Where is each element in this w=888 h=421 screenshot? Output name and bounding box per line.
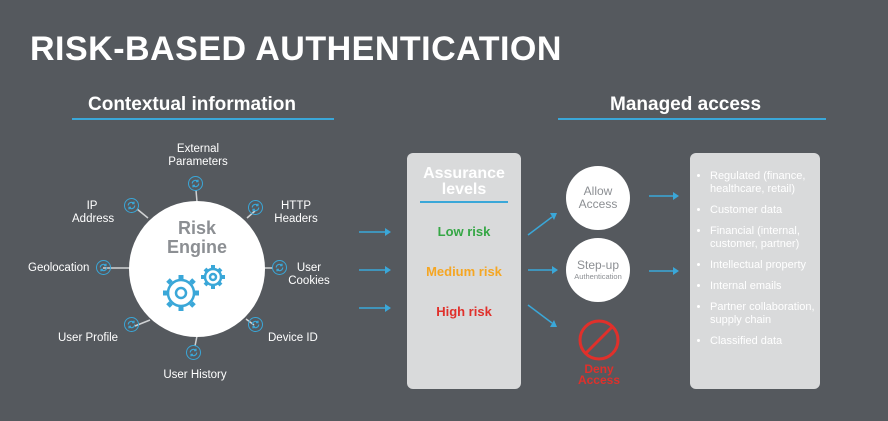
list-item: Partner collaboration,supply chain <box>710 301 828 327</box>
contextual-underline <box>72 118 334 120</box>
risk-engine: Risk Engine <box>129 201 265 337</box>
sync-icon <box>124 198 139 213</box>
sync-icon <box>272 260 287 275</box>
input-external-parameters: External Parameters <box>168 143 228 168</box>
list-item: Internal emails <box>710 280 828 293</box>
assurance-panel: Assurance levels Low risk Medium risk Hi… <box>407 153 521 389</box>
input-user-cookies: User Cookies <box>288 262 330 287</box>
list-item: Customer data <box>710 204 828 217</box>
input-ip-address: IP Address <box>72 200 115 225</box>
assurance-to-decision-arrows <box>527 213 558 327</box>
arrow-right-icon <box>385 266 391 274</box>
risk-engine-label: Risk Engine <box>129 219 265 257</box>
managed-heading: Managed access <box>610 94 762 115</box>
list-item: Classified data <box>710 335 828 348</box>
risk-level-medium: Medium risk <box>426 264 502 279</box>
arrow-right-icon <box>385 228 391 236</box>
managed-access-list: Regulated (finance,healthcare, retail) C… <box>696 170 828 356</box>
managed-access-panel: Regulated (finance,healthcare, retail) C… <box>690 153 820 389</box>
input-user-profile: User Profile <box>58 332 119 344</box>
assurance-title: Assurance levels <box>423 165 505 198</box>
sync-icon <box>186 345 201 360</box>
input-user-history: User History <box>163 369 227 381</box>
decision-to-managed-arrows <box>649 192 679 275</box>
list-item: Intellectual property <box>710 259 828 272</box>
sync-icon <box>248 200 263 215</box>
arrow-right-icon <box>552 266 558 274</box>
arrow-right-icon <box>673 267 679 275</box>
decision-deny-access: Deny Access <box>577 362 621 387</box>
decision-step-up: Step-up Authentication <box>566 238 630 302</box>
input-device-id: Device ID <box>268 332 318 344</box>
input-geolocation: Geolocation <box>28 262 90 274</box>
contextual-heading: Contextual information <box>88 94 296 115</box>
input-http-headers: HTTP Headers <box>274 200 318 225</box>
risk-engine-label-line2: Engine <box>166 237 227 257</box>
list-item: Regulated (finance,healthcare, retail) <box>710 170 828 196</box>
sync-icon <box>248 317 263 332</box>
risk-level-low: Low risk <box>437 224 491 239</box>
risk-engine-label-line1: Risk <box>177 218 217 238</box>
sync-icon <box>188 176 203 191</box>
risk-level-high: High risk <box>436 304 492 319</box>
arrow-right-icon <box>550 320 557 327</box>
gears-icon <box>163 265 225 311</box>
assurance-underline <box>420 201 508 203</box>
arrow-right-icon <box>385 304 391 312</box>
prohibited-icon <box>578 319 620 361</box>
page-title: RISK-BASED AUTHENTICATION <box>30 30 562 68</box>
engine-to-assurance-arrows <box>359 228 391 312</box>
managed-underline <box>558 118 826 120</box>
arrow-right-icon <box>550 213 557 220</box>
arrow-right-icon <box>673 192 679 200</box>
list-item: Financial (internal,customer, partner) <box>710 225 828 251</box>
sync-icon <box>96 260 111 275</box>
decision-allow-access: Allow Access <box>566 166 630 230</box>
sync-icon <box>124 317 139 332</box>
